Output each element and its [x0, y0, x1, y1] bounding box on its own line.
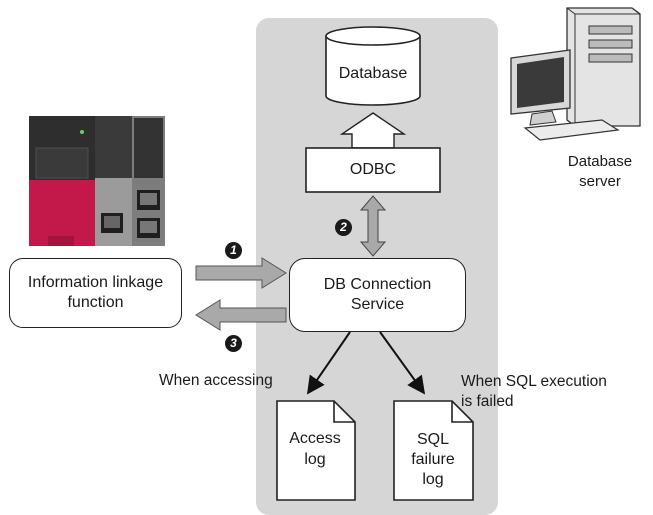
database-label: Database: [338, 65, 408, 82]
access-log-document: [276, 400, 356, 501]
plc-controller-icon: [29, 116, 165, 246]
response-arrow: [195, 299, 287, 331]
odbc-label: ODBC: [349, 161, 397, 178]
request-arrow: [195, 257, 287, 289]
db-connection-service-box: DB Connection Service: [289, 258, 466, 332]
odbc-box: [305, 147, 441, 193]
access-log-fold: [333, 401, 355, 423]
failure-log-arrow: [379, 331, 426, 395]
access-log-arrow: [306, 331, 351, 395]
when-accessing-label: When accessing: [159, 372, 273, 389]
when-sql-failed-label: When SQL execution is failed: [461, 373, 607, 410]
failure-log-fold: [451, 401, 473, 423]
database-server-label: Database server: [567, 153, 633, 190]
step-2-badge: 2: [335, 219, 352, 236]
failure-log-document: [393, 400, 474, 501]
sql-failure-log-label: SQL failure log: [411, 431, 455, 488]
information-linkage-function-box: Information linkage function: [9, 258, 182, 328]
computer-server-icon: [510, 7, 641, 141]
odbc-service-double-arrow: [359, 195, 387, 257]
step-1-badge: 1: [225, 242, 242, 259]
step-3-badge: 3: [225, 335, 242, 352]
database-icon: [325, 26, 421, 106]
access-log-label: Access log: [289, 430, 341, 468]
